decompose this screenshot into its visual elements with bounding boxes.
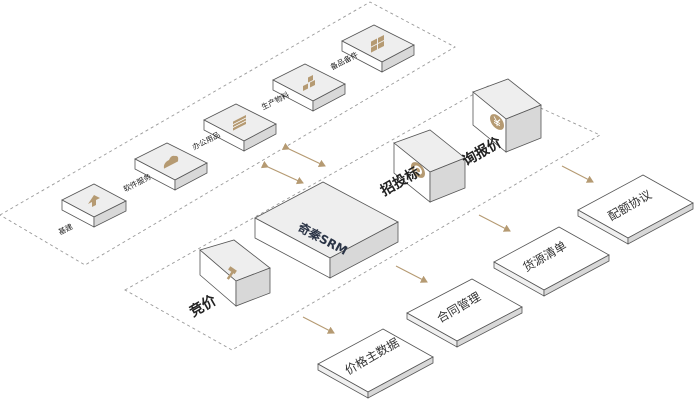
category-label: 办公用品: [190, 129, 221, 152]
category-label: 生产物料: [259, 89, 291, 112]
mode-bidding: 竞价: [187, 239, 271, 320]
arrow-to-contract: [395, 265, 428, 283]
category-software-service: 软件服务: [121, 142, 208, 194]
arrow-to-source-list: [478, 214, 511, 232]
category-label: 基建: [56, 221, 74, 237]
yen-icon: [490, 114, 504, 130]
upload-arrow-icon: [88, 195, 100, 208]
category-spare-parts: 备品备件: [328, 24, 415, 73]
mode-tender: 招投标: [378, 129, 466, 203]
arrow-to-price-master: [302, 316, 335, 334]
cloud-icon: [163, 155, 179, 169]
sync-double-arrow: [260, 142, 326, 185]
category-label: 软件服务: [121, 171, 153, 194]
gavel-icon: [226, 266, 237, 280]
arrow-to-quota: [561, 165, 594, 183]
output-contract: 合同管理: [406, 278, 523, 348]
category-region: [0, 1, 456, 266]
category-infrastructure: 基建: [56, 183, 127, 237]
mode-inquiry: 询报价: [460, 78, 542, 169]
grid-four-icon: [371, 34, 384, 53]
output-price-master: 价格主数据: [317, 328, 434, 399]
target-icon: [411, 162, 425, 178]
output-arrows: [302, 165, 594, 334]
output-quota: 配额协议: [577, 174, 694, 245]
document-stack-icon: [233, 114, 246, 131]
mode-label: 询报价: [460, 133, 506, 169]
output-source-list: 货源清单: [493, 226, 610, 297]
srm-platform: 奇秦SRM: [254, 181, 399, 279]
mode-label: 竞价: [187, 291, 221, 320]
blocks-icon: [303, 74, 315, 92]
